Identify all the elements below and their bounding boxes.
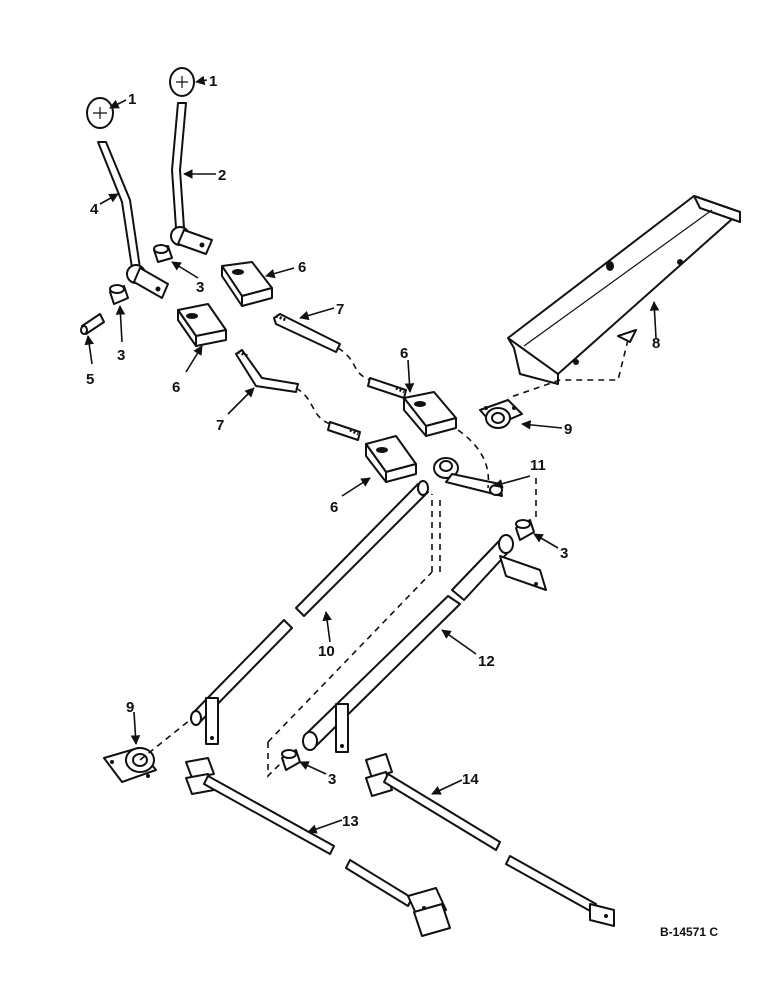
callout-2: 2	[218, 167, 226, 184]
callout-6c: 6	[400, 345, 408, 362]
callout-3a: 3	[196, 279, 204, 296]
callout-3c: 3	[560, 545, 568, 562]
bushing-c	[515, 519, 535, 541]
tie-rod-left	[185, 757, 451, 937]
lever-arm	[433, 457, 503, 497]
callout-6d: 6	[330, 499, 338, 516]
drawing-number: B-14571 C	[660, 925, 718, 939]
shift-lever-right	[170, 102, 213, 255]
callout-6a: 6	[298, 259, 306, 276]
callout-14: 14	[462, 771, 479, 788]
callout-13: 13	[342, 813, 359, 830]
callout-3d: 3	[328, 771, 336, 788]
callout-12: 12	[478, 653, 495, 670]
callout-7a: 7	[336, 301, 344, 318]
callout-10: 10	[318, 643, 335, 660]
bushing-d	[281, 749, 301, 771]
callout-9a: 9	[564, 421, 572, 438]
bushing-b	[109, 284, 129, 305]
clevis-3	[403, 391, 457, 437]
bearing-lower	[103, 747, 157, 783]
callout-11: 11	[530, 457, 546, 474]
rod-upper	[273, 313, 407, 399]
knob-left	[86, 97, 114, 129]
bushing-a	[153, 244, 173, 263]
tie-rod-right	[365, 753, 615, 927]
callout-7b: 7	[216, 417, 224, 434]
knob-right	[169, 67, 195, 97]
pin	[80, 313, 105, 335]
shaft-tube	[302, 534, 547, 753]
rod-lower	[235, 349, 361, 441]
bracket	[507, 195, 741, 385]
callout-1b: 1	[209, 73, 217, 90]
clevis-2	[177, 303, 227, 347]
callout-8: 8	[652, 335, 660, 352]
callout-group: 1 1 2 3 3 3 3 4 5 6 6 6 6 7 7 8 9	[84, 73, 660, 834]
clevis-1	[221, 261, 273, 307]
clevis-4	[365, 435, 417, 483]
shift-lever-left	[97, 141, 169, 299]
callout-4: 4	[90, 201, 99, 218]
shaft-long	[190, 480, 429, 745]
callout-1a: 1	[128, 91, 136, 108]
callout-3b: 3	[117, 347, 125, 364]
callout-9b: 9	[126, 699, 134, 716]
bearing-upper	[479, 399, 523, 429]
callout-5: 5	[86, 371, 94, 388]
callout-6b: 6	[172, 379, 180, 396]
